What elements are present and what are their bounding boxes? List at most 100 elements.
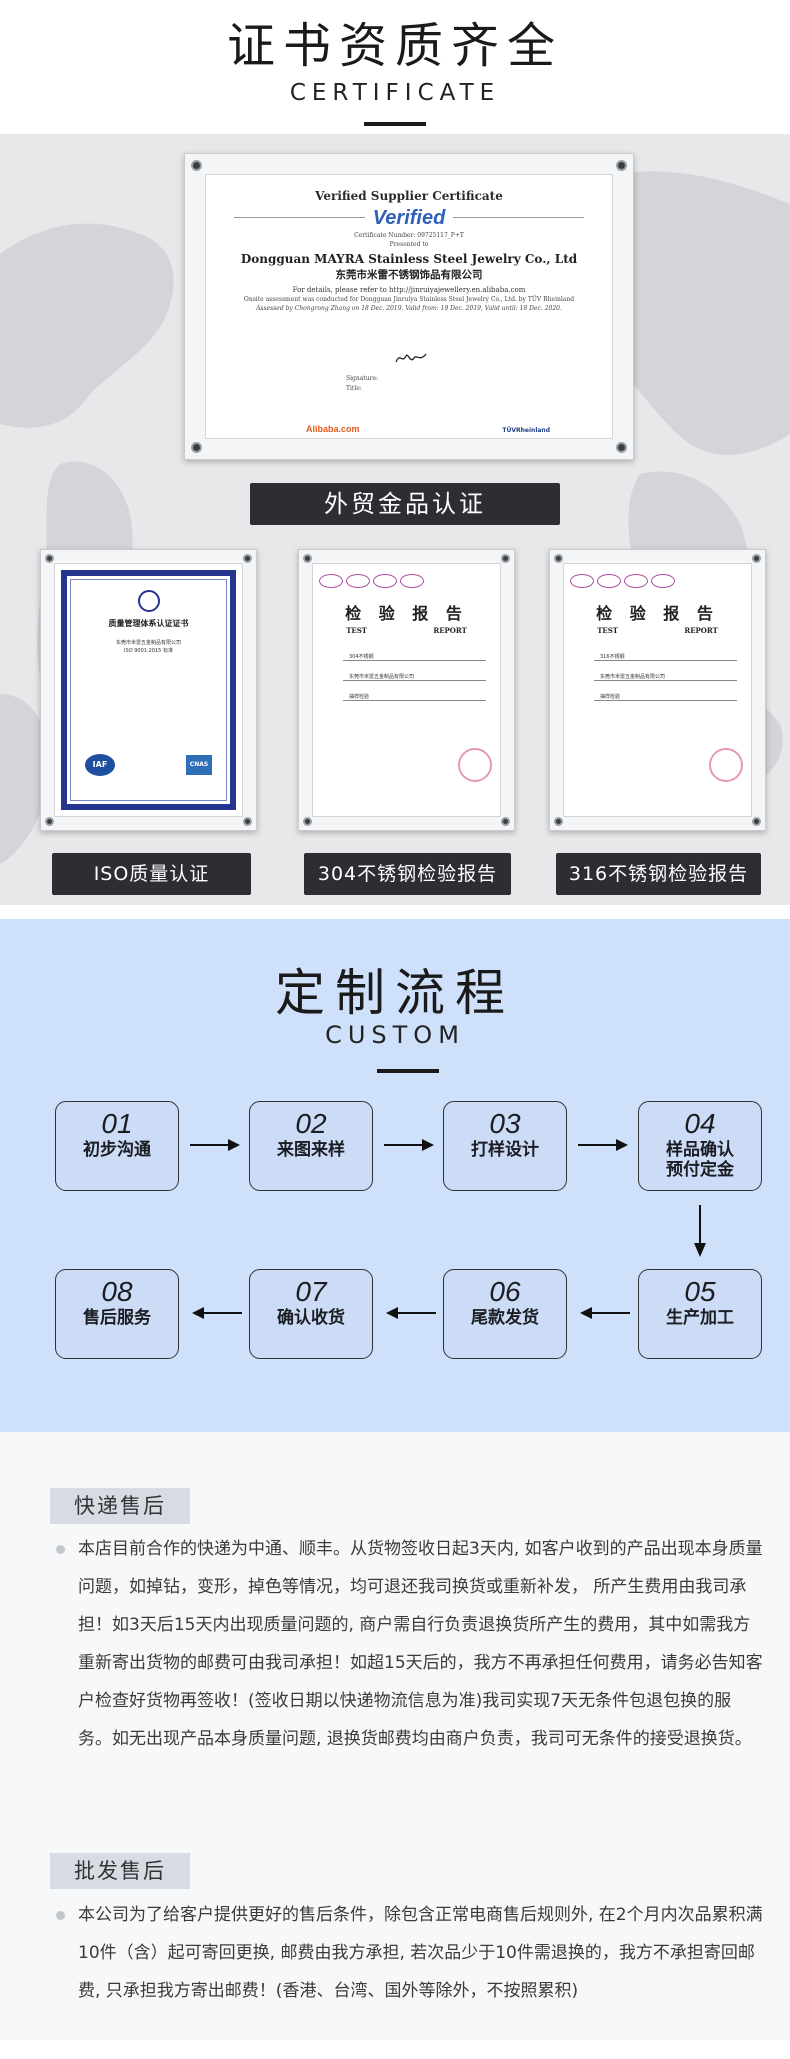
red-stamp-icon bbox=[458, 748, 492, 782]
process-step-1: 01 初步沟通 bbox=[55, 1101, 179, 1191]
process-step-6: 06 尾款发货 bbox=[443, 1269, 567, 1359]
certificate-title: 证书资质齐全 bbox=[226, 18, 563, 74]
wholesale-after-sale-text: 本公司为了给客户提供更好的售后条件，除包含正常电商售后规则外, 在2个月内次品累… bbox=[78, 1905, 763, 2001]
title-underline bbox=[364, 122, 426, 126]
certificate-header: 证书资质齐全 CERTIFICATE bbox=[0, 0, 790, 134]
tuv-logo: TÜVRheinland bbox=[502, 427, 550, 434]
red-stamp-icon bbox=[709, 748, 743, 782]
frame-bolt-icon bbox=[45, 817, 54, 826]
report-client: 东莞市米雷五金制品有限公司 bbox=[594, 673, 737, 681]
cert-assessed: Assessed by Chongrong Zhang on 18 Dec. 2… bbox=[256, 305, 562, 312]
iso-company: 东莞市米雷五金制品有限公司 bbox=[115, 640, 181, 646]
cert-presented: Presented to bbox=[389, 241, 429, 248]
arrow-left-icon bbox=[386, 1307, 436, 1319]
report-316: 检 验 报 告 TEST REPORT 316不锈钢 东莞市米雷五金制品有限公司… bbox=[563, 563, 752, 817]
report-316-caption: 316不锈钢检验报告 bbox=[556, 853, 761, 895]
process-step-3: 03 打样设计 bbox=[443, 1101, 567, 1191]
report-title: 检 验 报 告 bbox=[596, 604, 719, 623]
frame-bolt-icon bbox=[616, 442, 627, 453]
verified-logo: Verified bbox=[372, 207, 446, 229]
frame-bolt-icon bbox=[45, 554, 54, 563]
report-316-frame: 检 验 报 告 TEST REPORT 316不锈钢 东莞市米雷五金制品有限公司… bbox=[549, 549, 766, 831]
accreditation-logo-icon bbox=[346, 574, 370, 588]
report-title: 检 验 报 告 bbox=[345, 604, 468, 623]
iso-emblem-icon bbox=[137, 590, 160, 612]
custom-subtitle: CUSTOM bbox=[325, 1021, 465, 1049]
frame-bolt-icon bbox=[752, 817, 761, 826]
cert-onsite: Onsite assessment was conducted for Dong… bbox=[243, 296, 575, 303]
verified-certificate: Verified Supplier Certificate Verified C… bbox=[205, 174, 613, 439]
frame-bolt-icon bbox=[303, 554, 312, 563]
verified-certificate-frame: Verified Supplier Certificate Verified C… bbox=[184, 153, 634, 460]
cnas-logo: CNAS bbox=[186, 755, 212, 775]
title-underline bbox=[377, 1069, 439, 1073]
report-sub-left: TEST bbox=[597, 626, 618, 635]
report-client: 东莞市米雷五金制品有限公司 bbox=[343, 673, 486, 681]
signature-icon bbox=[395, 353, 427, 363]
cert-company-en: Dongguan MAYRA Stainless Steel Jewelry C… bbox=[240, 252, 578, 266]
arrow-right-icon bbox=[578, 1139, 628, 1151]
process-step-5: 05 生产加工 bbox=[638, 1269, 762, 1359]
report-product: 316不锈钢 bbox=[594, 653, 737, 661]
accreditation-logo-icon bbox=[651, 574, 675, 588]
cert-title-label: Title: bbox=[346, 385, 362, 392]
accreditation-logo-icon bbox=[373, 574, 397, 588]
iso-caption: ISO质量认证 bbox=[52, 853, 251, 895]
report-sub-right: REPORT bbox=[433, 626, 467, 635]
process-step-2: 02 来图来样 bbox=[249, 1101, 373, 1191]
bullet-dot-icon bbox=[56, 1911, 65, 1920]
certificate-area: Verified Supplier Certificate Verified C… bbox=[0, 134, 790, 905]
frame-bolt-icon bbox=[303, 817, 312, 826]
report-category: 抽样检验 bbox=[343, 693, 486, 701]
report-304-frame: 检 验 报 告 TEST REPORT 304不锈钢 东莞市米雷五金制品有限公司… bbox=[298, 549, 515, 831]
process-step-7: 07 确认收货 bbox=[249, 1269, 373, 1359]
frame-bolt-icon bbox=[243, 554, 252, 563]
report-product: 304不锈钢 bbox=[343, 653, 486, 661]
frame-bolt-icon bbox=[554, 817, 563, 826]
iso-title: 质量管理体系认证证书 bbox=[108, 619, 189, 628]
after-sale-section: 快递售后 本店目前合作的快递为中通、顺丰。从货物签收日起3天内, 如客户收到的产… bbox=[0, 1432, 790, 2040]
frame-bolt-icon bbox=[616, 160, 627, 171]
arrow-down-icon bbox=[694, 1205, 706, 1257]
custom-title: 定制流程 bbox=[275, 964, 515, 1022]
iaf-logo: IAF bbox=[85, 754, 115, 776]
accreditation-logo-icon bbox=[597, 574, 621, 588]
alibaba-logo: Alibaba.com bbox=[306, 424, 360, 434]
express-after-sale-tag: 快递售后 bbox=[50, 1488, 190, 1524]
cert-signature-label: Signature: bbox=[346, 375, 379, 382]
frame-bolt-icon bbox=[501, 554, 510, 563]
accreditation-logo-icon bbox=[400, 574, 424, 588]
arrow-right-icon bbox=[384, 1139, 434, 1151]
iso-certificate: 质量管理体系认证证书 东莞市米雷五金制品有限公司 ISO 9001:2015 标… bbox=[54, 563, 243, 817]
arrow-left-icon bbox=[580, 1307, 630, 1319]
certificate-subtitle: CERTIFICATE bbox=[289, 80, 501, 106]
accreditation-logo-icon bbox=[570, 574, 594, 588]
arrow-right-icon bbox=[190, 1139, 240, 1151]
express-after-sale-text: 本店目前合作的快递为中通、顺丰。从货物签收日起3天内, 如客户收到的产品出现本身… bbox=[78, 1539, 763, 1749]
custom-process-section: 定制流程 CUSTOM 01 初步沟通 02 来图来样 03 打样设计 04 样… bbox=[0, 919, 790, 1432]
accreditation-logo-icon bbox=[624, 574, 648, 588]
process-step-4: 04 样品确认 预付定金 bbox=[638, 1101, 762, 1191]
bullet-dot-icon bbox=[56, 1545, 65, 1554]
report-category: 抽样检验 bbox=[594, 693, 737, 701]
iso-certificate-frame: 质量管理体系认证证书 东莞市米雷五金制品有限公司 ISO 9001:2015 标… bbox=[40, 549, 257, 831]
report-sub-right: REPORT bbox=[684, 626, 718, 635]
accreditation-logo-icon bbox=[319, 574, 343, 588]
frame-bolt-icon bbox=[501, 817, 510, 826]
process-step-8: 08 售后服务 bbox=[55, 1269, 179, 1359]
verified-caption: 外贸金品认证 bbox=[250, 483, 560, 525]
cert-company-cn: 东莞市米雷不锈钢饰品有限公司 bbox=[335, 269, 483, 281]
frame-bolt-icon bbox=[554, 554, 563, 563]
cert-url: For details, please refer to http://jinr… bbox=[292, 286, 526, 294]
wholesale-after-sale-tag: 批发售后 bbox=[50, 1853, 190, 1889]
arrow-left-icon bbox=[192, 1307, 242, 1319]
report-sub-left: TEST bbox=[346, 626, 367, 635]
frame-bolt-icon bbox=[191, 442, 202, 453]
frame-bolt-icon bbox=[191, 160, 202, 171]
report-304: 检 验 报 告 TEST REPORT 304不锈钢 东莞市米雷五金制品有限公司… bbox=[312, 563, 501, 817]
cert-heading: Verified Supplier Certificate bbox=[315, 189, 503, 203]
frame-bolt-icon bbox=[243, 817, 252, 826]
iso-standard: ISO 9001:2015 标准 bbox=[124, 648, 173, 654]
frame-bolt-icon bbox=[752, 554, 761, 563]
report-304-caption: 304不锈钢检验报告 bbox=[304, 853, 511, 895]
